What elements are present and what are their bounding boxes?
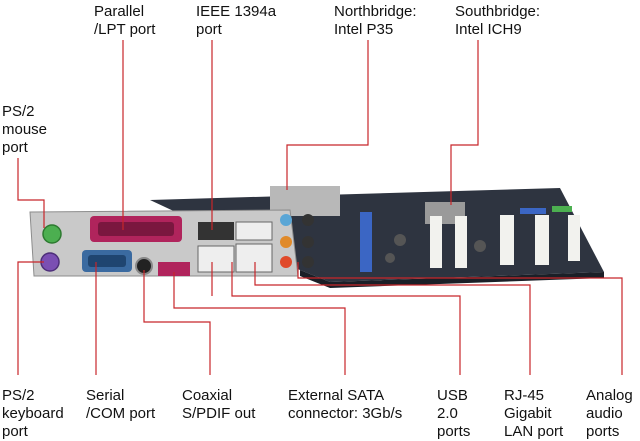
ieee1394-connector: [198, 222, 234, 240]
rj45-usb-stack: [235, 243, 273, 273]
green-slot-right: [552, 206, 572, 212]
label-external-sata: External SATA connector: 3Gb/s: [288, 387, 403, 422]
pcb-board-edge: [300, 270, 604, 288]
label-serial-port: Serial /COM port: [86, 387, 156, 422]
audio-jack: [280, 214, 292, 226]
ps2-mouse-connector: [42, 224, 62, 244]
expansion-slot-4: [535, 215, 549, 265]
capacitor: [474, 240, 486, 252]
esata-connector: [158, 262, 190, 276]
label-usb-ports: USB 2.0 ports: [437, 387, 471, 440]
audio-jack: [302, 256, 314, 268]
leader-line-analog: [297, 262, 623, 375]
leader-line-rj45: [254, 262, 531, 375]
leader-line-coaxial: [143, 270, 211, 375]
audio-jack: [302, 214, 314, 226]
label-northbridge: Northbridge: Intel P35: [334, 3, 417, 38]
expansion-slot-2: [455, 216, 467, 268]
expansion-slot-5: [568, 215, 580, 261]
leader-lines: [17, 40, 623, 375]
audio-jack: [302, 236, 314, 248]
leader-line-ps2-keyboard: [17, 261, 44, 375]
capacitor: [394, 234, 406, 246]
usb-stack-2: [235, 221, 273, 241]
expansion-slot-3: [500, 215, 514, 265]
label-rj45-lan-port: RJ-45 Gigabit LAN port: [504, 387, 564, 440]
capacitor: [385, 253, 395, 263]
usb-stack-1: [197, 245, 235, 273]
label-analog-audio-ports: Analog audio ports: [586, 387, 633, 440]
expansion-slot-1: [430, 216, 442, 268]
label-parallel-port: Parallel /LPT port: [94, 3, 156, 38]
pci-e-slot-blue: [360, 212, 372, 272]
label-ps2-mouse-port: PS/2 mouse port: [2, 103, 48, 156]
leader-line-usb: [231, 262, 461, 375]
audio-jack: [280, 256, 292, 268]
leader-line-northbridge: [286, 40, 369, 190]
audio-jack: [280, 236, 292, 248]
leader-line-esata: [173, 272, 346, 375]
label-coaxial-spdif: Coaxial S/PDIF out: [182, 387, 256, 422]
blue-slot-right: [520, 208, 546, 214]
leader-line-ps2-mouse: [17, 158, 45, 228]
label-ieee1394-port: IEEE 1394a port: [196, 3, 277, 38]
leader-line-southbridge: [450, 40, 479, 205]
label-ps2-keyboard-port: PS/2 keyboard port: [2, 387, 64, 440]
label-southbridge: Southbridge: Intel ICH9: [455, 3, 541, 38]
motherboard-illustration: [29, 186, 604, 288]
